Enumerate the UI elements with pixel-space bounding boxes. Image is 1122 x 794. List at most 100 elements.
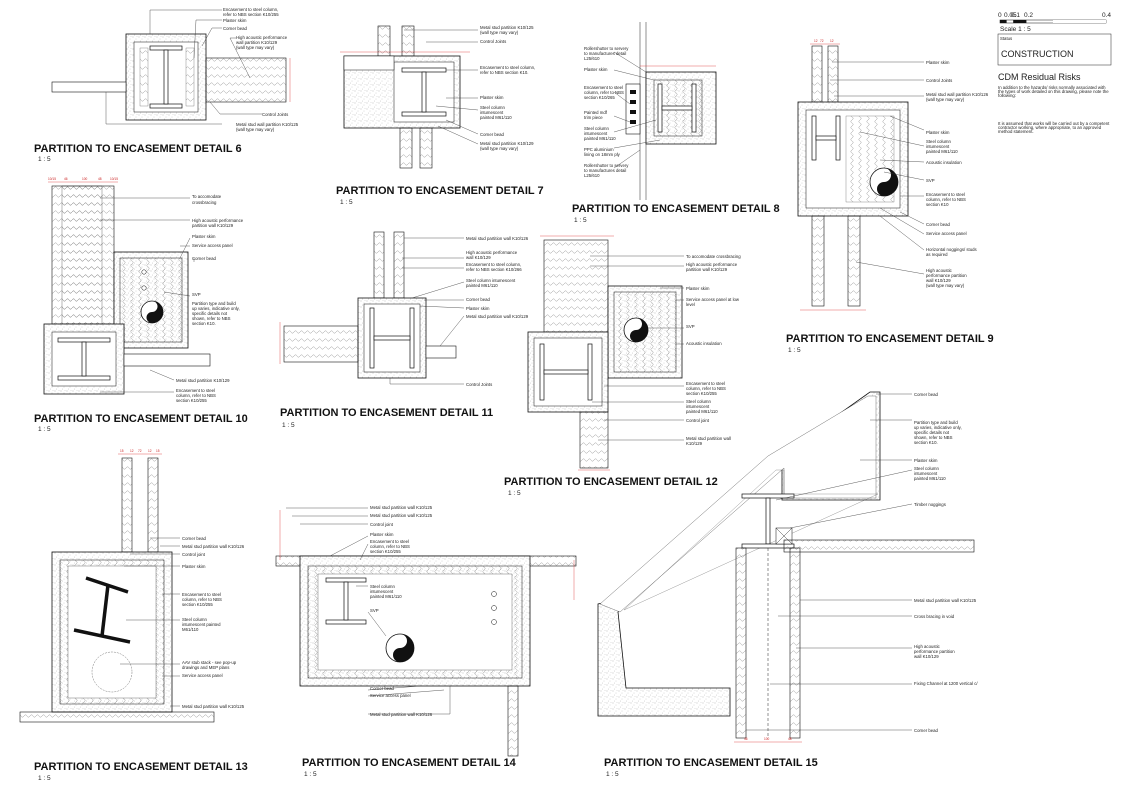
svg-text:up varies, indicative only,: up varies, indicative only, (192, 306, 240, 311)
svg-text:Corner bead: Corner bead (914, 392, 938, 397)
dim-d9-2: 72 (820, 39, 824, 43)
scalebar-tick-1: 0.05 (1004, 12, 1017, 19)
detail-10-title: PARTITION TO ENCASEMENT DETAIL 10 (34, 413, 248, 425)
svg-text:intumescent: intumescent (584, 131, 608, 136)
svg-text:following:: following: (998, 93, 1016, 98)
detail-6-scale: 1 : 5 (38, 156, 51, 163)
svg-text:High acoustic performance: High acoustic performance (192, 218, 244, 223)
svg-text:Steel column: Steel column (914, 466, 939, 471)
svg-text:SVP: SVP (686, 324, 695, 329)
detail-6: Encasement to steel column, refer to NBS… (34, 7, 299, 163)
svg-text:Control joint: Control joint (686, 418, 710, 423)
steel-column-icon (657, 83, 697, 133)
svg-text:Corner bead: Corner bead (182, 536, 206, 541)
svg-text:Plaster skim: Plaster skim (584, 67, 608, 72)
partition-wall-left (51, 81, 127, 93)
svp-icon (869, 167, 899, 197)
scalebar-tick-0: 0 (998, 12, 1002, 19)
svg-text:performance partition: performance partition (926, 273, 967, 278)
svg-text:Rollershutter to servery: Rollershutter to servery (584, 163, 629, 168)
svg-text:Service access panel: Service access panel (192, 243, 233, 248)
svg-text:In addition to the hazards/ ri: In addition to the hazards/ risks normal… (998, 85, 1106, 90)
svg-text:Encasement to steel: Encasement to steel (370, 539, 409, 544)
detail-7-scale: 1 : 5 (340, 199, 353, 206)
svg-text:trim piece: trim piece (584, 115, 603, 120)
svg-text:painted M61/110: painted M61/110 (466, 283, 498, 288)
detail-7-title: PARTITION TO ENCASEMENT DETAIL 7 (336, 185, 544, 197)
svg-text:Acoustic insulation: Acoustic insulation (926, 160, 962, 165)
cdm-heading: CDM Residual Risks (998, 72, 1081, 82)
svg-text:Metal stud partition wall K10/: Metal stud partition wall K10/126 (182, 544, 245, 549)
svg-text:painted M61/110: painted M61/110 (584, 136, 616, 141)
svg-text:Steel column: Steel column (686, 399, 711, 404)
svg-text:painted M61/110: painted M61/110 (370, 594, 402, 599)
detail-11: Metal stud partition wall K10/126 High a… (279, 231, 529, 429)
svg-text:Plaster skim: Plaster skim (223, 18, 247, 23)
detail-12-title: PARTITION TO ENCASEMENT DETAIL 12 (504, 476, 718, 488)
svg-text:Plaster skim: Plaster skim (370, 532, 394, 537)
svg-text:wall K10/129: wall K10/129 (466, 255, 491, 260)
steel-column-icon (369, 307, 415, 369)
steel-column-icon (73, 576, 131, 644)
svg-text:partition wall K10/129: partition wall K10/129 (686, 267, 728, 272)
svg-text:section K10/255: section K10/255 (370, 549, 401, 554)
svg-text:Metal stud partition wall K10/: Metal stud partition wall K10/125 (370, 513, 433, 518)
svg-text:refer to NBS section K10/255: refer to NBS section K10/255 (223, 12, 279, 17)
dim-d13-4: 12 (148, 449, 152, 453)
svg-text:(wall type may vary): (wall type may vary) (480, 146, 519, 151)
svg-text:(wall type may vary): (wall type may vary) (236, 45, 275, 50)
svg-text:intumescent: intumescent (370, 589, 394, 594)
svg-text:intumescent painted: intumescent painted (182, 622, 221, 627)
dim-d15-2: 100 (764, 737, 770, 741)
detail-8-scale: 1 : 5 (574, 217, 587, 224)
svg-text:crossbracing: crossbracing (192, 200, 217, 205)
svg-text:wall K10/129: wall K10/129 (914, 654, 939, 659)
detail-7-notes: Metal stud partition K10/125 (wall type … (480, 25, 535, 151)
svg-text:wall partition K10/129: wall partition K10/129 (236, 40, 278, 45)
svg-text:as required: as required (926, 252, 948, 257)
svg-text:Control Joints: Control Joints (262, 112, 288, 117)
detail-9-title: PARTITION TO ENCASEMENT DETAIL 9 (786, 333, 994, 345)
svg-text:specific details not: specific details not (192, 311, 228, 316)
svg-text:Steel column: Steel column (182, 617, 207, 622)
svg-text:painted M61/110: painted M61/110 (914, 476, 946, 481)
svg-text:Fixing Channel at 1200 vertica: Fixing Channel at 1200 vertical c/ (914, 681, 978, 686)
steel-column-icon (539, 343, 593, 401)
svg-text:AAV stub stack - see pop-up: AAV stub stack - see pop-up (182, 660, 237, 665)
svg-text:Plaster skim: Plaster skim (926, 130, 950, 135)
scale-text: Scale 1 : 5 (1000, 26, 1031, 33)
detail-12: To accomodate crossbracing High acoustic… (504, 235, 741, 497)
svg-text:section K10.: section K10. (192, 321, 216, 326)
svg-text:Partition type and build: Partition type and build (914, 420, 958, 425)
svg-text:Metal stud partition wall K10/: Metal stud partition wall K10/125 (914, 598, 977, 603)
svg-text:Metal stud partition K10/129: Metal stud partition K10/129 (176, 378, 230, 383)
svg-text:SVP: SVP (370, 608, 379, 613)
svg-text:Rollershutter to servery: Rollershutter to servery (584, 46, 629, 51)
detail-13-title: PARTITION TO ENCASEMENT DETAIL 13 (34, 761, 248, 773)
dim-d13-1: 15 (120, 449, 124, 453)
svg-text:L25/610: L25/610 (584, 173, 600, 178)
svg-text:Encasement to steel: Encasement to steel (686, 381, 725, 386)
detail-15-scale: 1 : 5 (606, 771, 619, 778)
dim-d13-2: 12 (130, 449, 134, 453)
svg-text:intumescent: intumescent (686, 404, 710, 409)
svg-text:intumescent: intumescent (926, 144, 950, 149)
svg-text:Plaster skim: Plaster skim (192, 234, 216, 239)
svg-text:Plaster skim: Plaster skim (914, 458, 938, 463)
svg-text:K10/129: K10/129 (686, 441, 703, 446)
detail-11-title: PARTITION TO ENCASEMENT DETAIL 11 (280, 407, 493, 419)
svg-text:specific details not: specific details not (914, 430, 950, 435)
rollershutter-icon (630, 90, 636, 124)
svg-text:Service access panel: Service access panel (926, 231, 967, 236)
svg-text:Encasement to steel: Encasement to steel (926, 192, 965, 197)
svg-text:L25/610: L25/610 (584, 56, 600, 61)
svg-text:partition wall K10/129: partition wall K10/129 (192, 223, 234, 228)
svg-text:to manufactures detail: to manufactures detail (584, 51, 626, 56)
dim-d10-5: 10/15 (110, 177, 118, 181)
aav-stack-icon (91, 651, 133, 693)
svg-text:Metal stud partition wall K10/: Metal stud partition wall K10/126 (370, 712, 433, 717)
dim-d10-4: 48 (98, 177, 102, 181)
svg-text:wall K10/129: wall K10/129 (926, 278, 951, 283)
svg-text:painted M61/110: painted M61/110 (480, 115, 512, 120)
svg-text:Metal stud partition K10/125: Metal stud partition K10/125 (480, 25, 534, 30)
